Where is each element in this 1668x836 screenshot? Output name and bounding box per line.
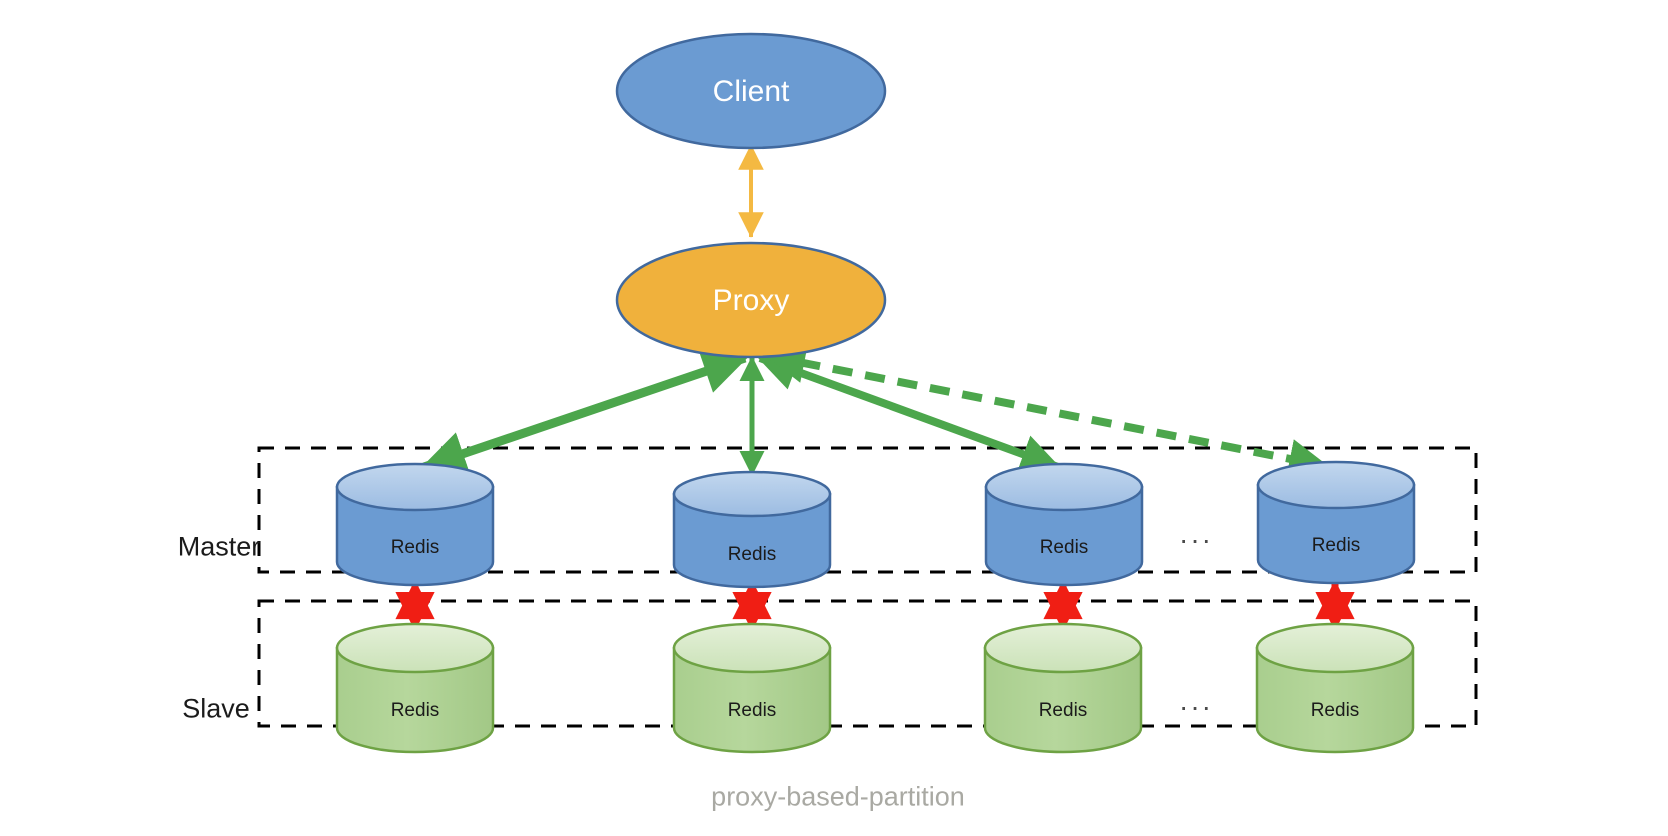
- slave-node-1[interactable]: [335, 622, 495, 754]
- slave-group-box: [257, 599, 1478, 728]
- master-node-3[interactable]: [984, 462, 1144, 587]
- client-node[interactable]: [615, 32, 887, 150]
- slave-node-4[interactable]: [1255, 622, 1415, 754]
- edge-proxy-master-3: [756, 351, 1062, 474]
- slave-node-2[interactable]: [672, 622, 832, 754]
- slave-node-3[interactable]: [983, 622, 1143, 754]
- proxy-node[interactable]: [615, 241, 887, 359]
- edge-proxy-master-4: [764, 343, 1330, 479]
- master-node-2[interactable]: [672, 470, 832, 589]
- edge-proxy-master-1: [420, 350, 749, 475]
- master-node-1[interactable]: [335, 462, 495, 587]
- master-node-4[interactable]: [1256, 460, 1416, 585]
